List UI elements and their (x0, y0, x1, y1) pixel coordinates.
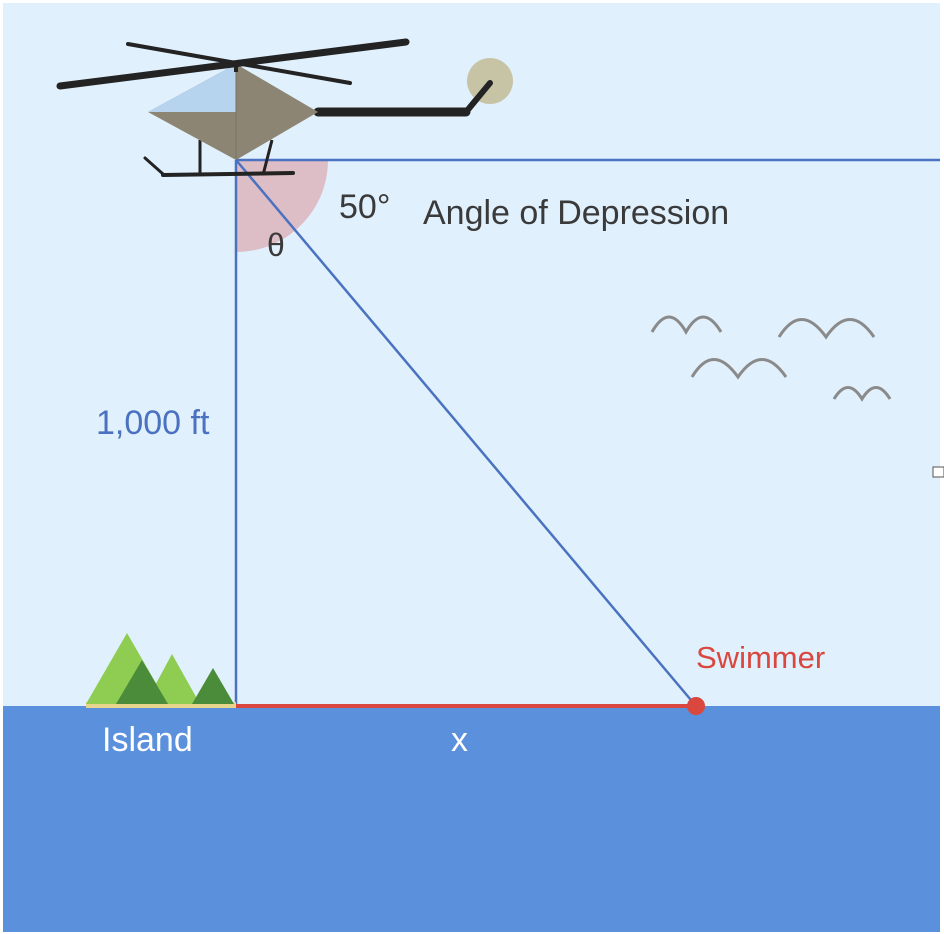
helicopter-icon (56, 38, 513, 177)
sea (3, 706, 940, 932)
island-label: Island (102, 721, 193, 759)
angle-sector (236, 160, 328, 252)
bird-icon (650, 315, 723, 336)
angle-caption-label: Angle of Depression (423, 194, 729, 232)
island-group (86, 633, 236, 708)
line-of-sight (235, 159, 697, 707)
bird-icon (777, 318, 876, 340)
angle-value-label: 50° (339, 188, 390, 226)
sky (3, 3, 940, 708)
swimmer-label: Swimmer (696, 640, 825, 675)
swimmer-dot (687, 697, 705, 715)
bird-icon (690, 358, 788, 380)
theta-label: θ (267, 227, 285, 263)
height-label: 1,000 ft (96, 404, 210, 442)
bird-icon (832, 386, 892, 402)
birds-group (650, 315, 892, 402)
tree-icon (192, 668, 234, 704)
helicopter-window (148, 64, 236, 112)
island-sand (86, 702, 236, 708)
tree-icon (116, 660, 168, 704)
distance-label: x (451, 721, 468, 759)
edge-marker (932, 466, 944, 478)
